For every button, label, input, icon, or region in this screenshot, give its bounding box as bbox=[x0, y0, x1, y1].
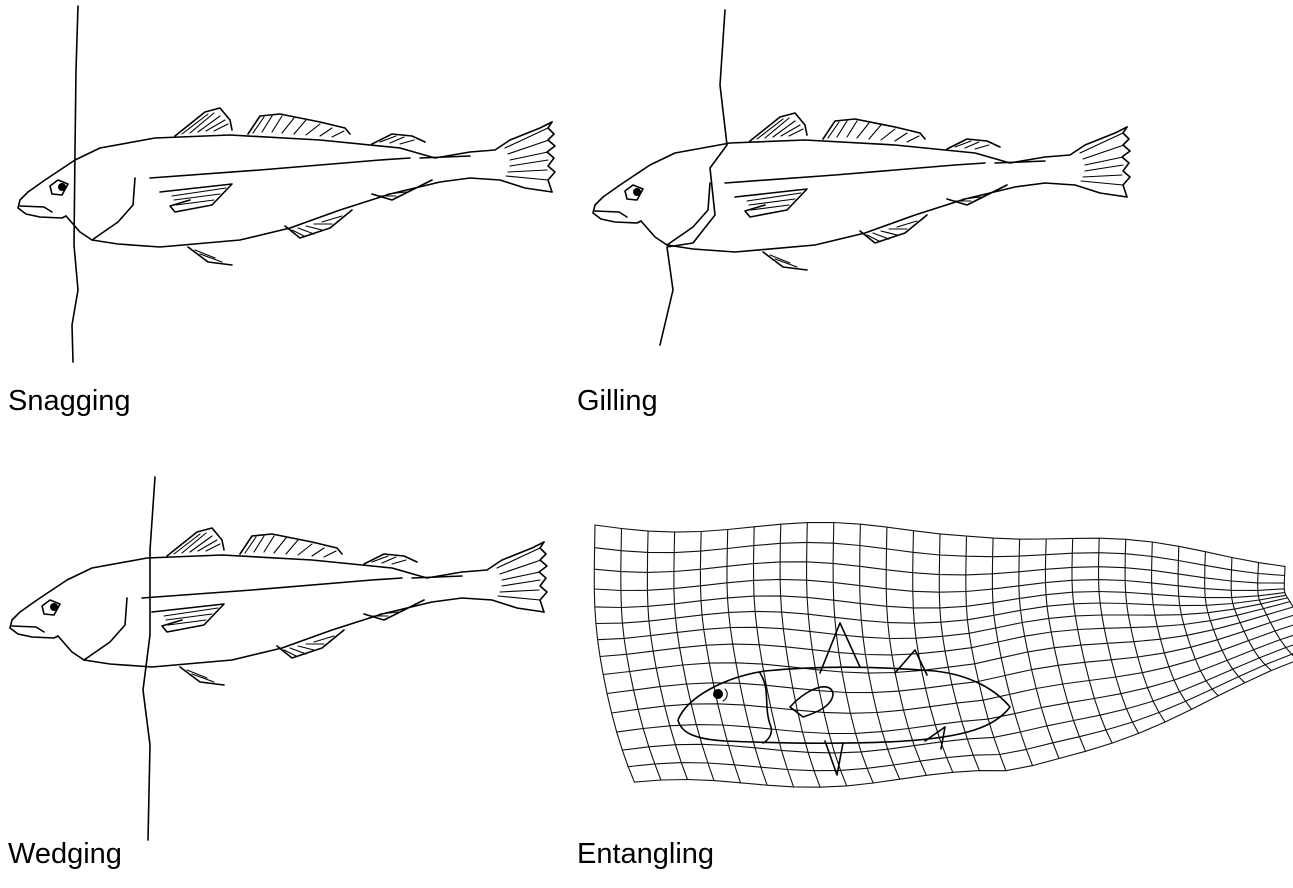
caption-wedging: Wedging bbox=[8, 840, 122, 869]
entangling-net bbox=[594, 523, 1293, 788]
net-strand bbox=[622, 639, 1293, 753]
gilling-fish bbox=[593, 113, 1130, 270]
panel-wedging: Wedging bbox=[0, 445, 600, 888]
snagging-net-line bbox=[72, 6, 78, 362]
net-strand bbox=[1072, 538, 1112, 743]
net-strand bbox=[1258, 563, 1293, 660]
entangled-fish-eye bbox=[713, 689, 723, 699]
net-strand bbox=[939, 534, 979, 771]
net-strand bbox=[617, 631, 1293, 734]
snagging-illustration bbox=[0, 0, 600, 420]
net-strand bbox=[607, 614, 1293, 693]
snagging-fish bbox=[18, 108, 555, 265]
net-strand bbox=[634, 651, 1293, 787]
net-strand bbox=[612, 622, 1293, 713]
gilling-net-line bbox=[660, 10, 727, 345]
net-strand bbox=[1019, 539, 1059, 758]
gilling-illustration bbox=[575, 0, 1175, 420]
net-strand bbox=[886, 527, 926, 775]
wedging-net-line bbox=[143, 477, 155, 840]
wedging-fish bbox=[10, 528, 547, 685]
panel-snagging: Snagging bbox=[0, 0, 600, 420]
net-strand bbox=[621, 529, 661, 781]
caption-entangling: Entangling bbox=[577, 840, 714, 869]
caption-gilling: Gilling bbox=[577, 387, 658, 416]
entangling-illustration bbox=[575, 445, 1293, 888]
panel-gilling: Gilling bbox=[575, 0, 1175, 420]
wedging-illustration bbox=[0, 445, 600, 888]
caption-snagging: Snagging bbox=[8, 387, 131, 416]
panel-entangling: Entangling bbox=[575, 445, 1293, 888]
net-strand bbox=[780, 524, 820, 787]
net-strand bbox=[1178, 546, 1218, 696]
net-strand bbox=[1125, 539, 1165, 722]
